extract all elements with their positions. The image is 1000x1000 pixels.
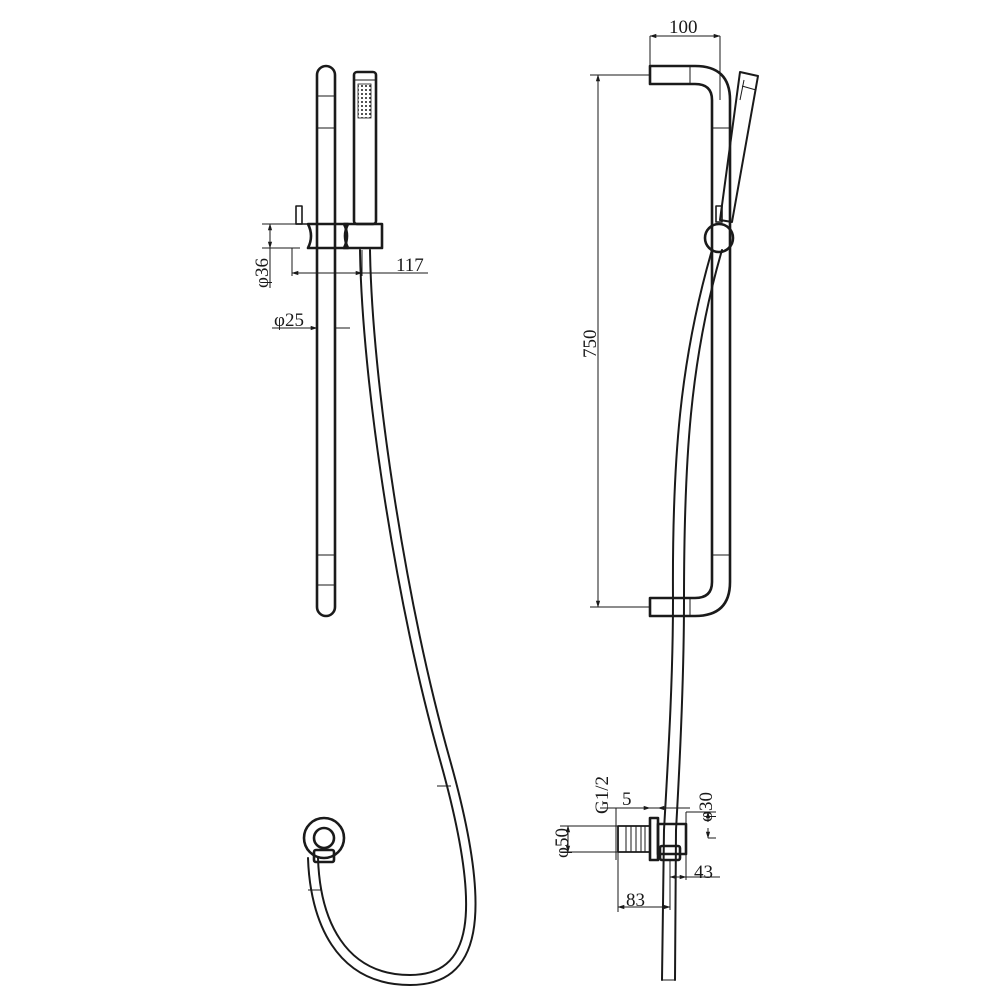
dim-117: 117: [396, 255, 424, 276]
dim-5: 5: [622, 789, 632, 810]
dimension-labels: φ36 φ25 117 100 750 G1/2 5 φ30 φ50 43 83: [252, 17, 717, 911]
dim-diameter-36: φ36: [252, 258, 273, 288]
dim-g-half: G1/2: [592, 776, 613, 814]
front-rail: [315, 64, 337, 618]
side-rail: [648, 64, 732, 618]
side-dimensions: [560, 33, 721, 912]
side-view: [560, 33, 759, 981]
dim-diameter-25: φ25: [274, 310, 304, 331]
front-wall-elbow: [302, 816, 346, 864]
dim-diameter-30: φ30: [696, 792, 717, 822]
front-dimensions: [262, 223, 428, 331]
side-hand-shower: [719, 71, 759, 223]
dim-diameter-50: φ50: [552, 828, 573, 858]
side-wall-elbow: [617, 816, 688, 862]
side-slider: [703, 205, 735, 254]
front-hand-shower: [352, 70, 378, 226]
dim-750: 750: [580, 330, 601, 359]
front-hose: [307, 249, 477, 986]
front-view: [262, 64, 477, 986]
front-slider-holder: [295, 205, 384, 250]
side-hose: [661, 249, 723, 981]
dim-83: 83: [626, 890, 645, 911]
dim-43: 43: [694, 862, 713, 883]
dim-100: 100: [669, 17, 698, 38]
